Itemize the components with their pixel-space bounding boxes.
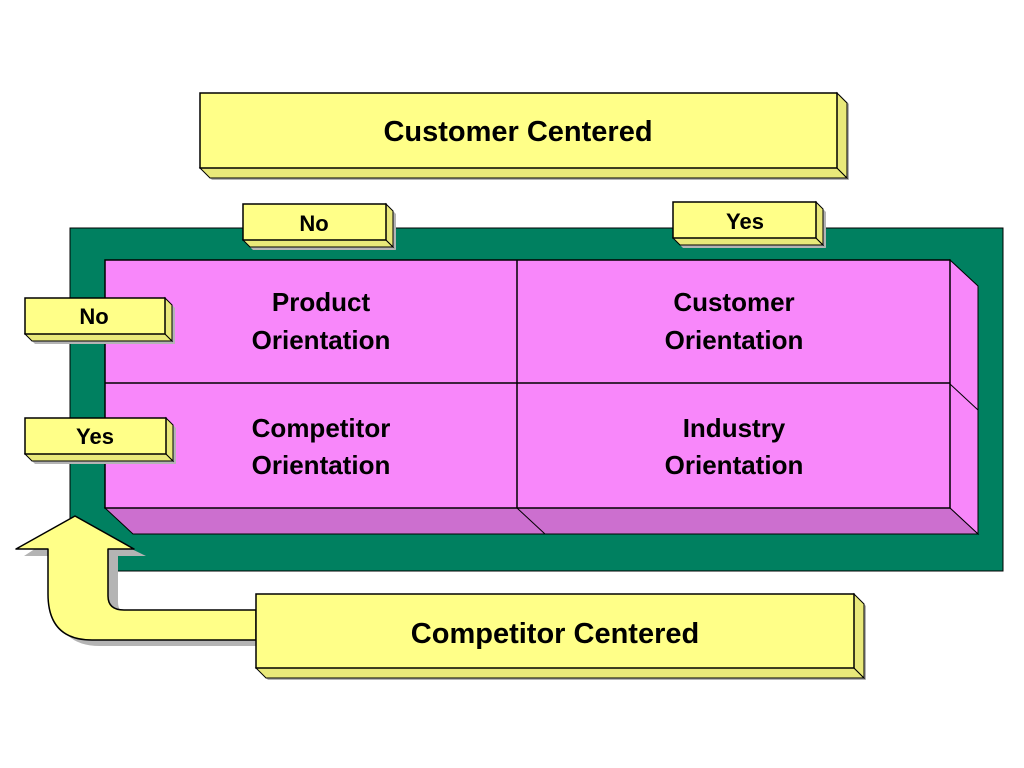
competitor-centered-banner: Competitor Centered: [254, 592, 866, 680]
customer-centered-title: Customer Centered: [383, 116, 652, 148]
cell-text-line1: Product: [272, 287, 371, 317]
row-yes-tag: Yes: [23, 416, 176, 464]
cell-text-line1: Customer: [673, 287, 794, 317]
cell-competitor-orientation: Competitor Orientation: [252, 413, 391, 480]
cell-text-line1: Industry: [683, 413, 786, 443]
cell-text-line2: Orientation: [252, 325, 391, 355]
cell-product-orientation: Product Orientation: [252, 287, 391, 355]
competitor-centered-title: Competitor Centered: [411, 618, 699, 650]
matrix-face: [104, 259, 951, 509]
cell-text-line1: Competitor: [252, 413, 391, 443]
cell-text-line2: Orientation: [665, 450, 804, 480]
matrix-bottom-divider: [516, 507, 546, 535]
customer-centered-banner: Customer Centered: [198, 91, 849, 180]
column-yes-tag: Yes: [671, 200, 826, 248]
row-yes-label: Yes: [76, 424, 114, 449]
matrix-side-divider: [949, 383, 979, 411]
cell-text-line2: Orientation: [665, 325, 804, 355]
column-yes-label: Yes: [726, 209, 764, 234]
column-no-tag: No: [241, 202, 396, 250]
row-no-label: No: [79, 304, 108, 329]
cell-customer-orientation: Customer Orientation: [665, 287, 804, 355]
column-no-label: No: [299, 211, 328, 236]
cell-industry-orientation: Industry Orientation: [665, 413, 804, 480]
curved-up-arrow-icon: [15, 515, 262, 646]
row-no-tag: No: [23, 296, 175, 344]
cell-text-line2: Orientation: [252, 450, 391, 480]
